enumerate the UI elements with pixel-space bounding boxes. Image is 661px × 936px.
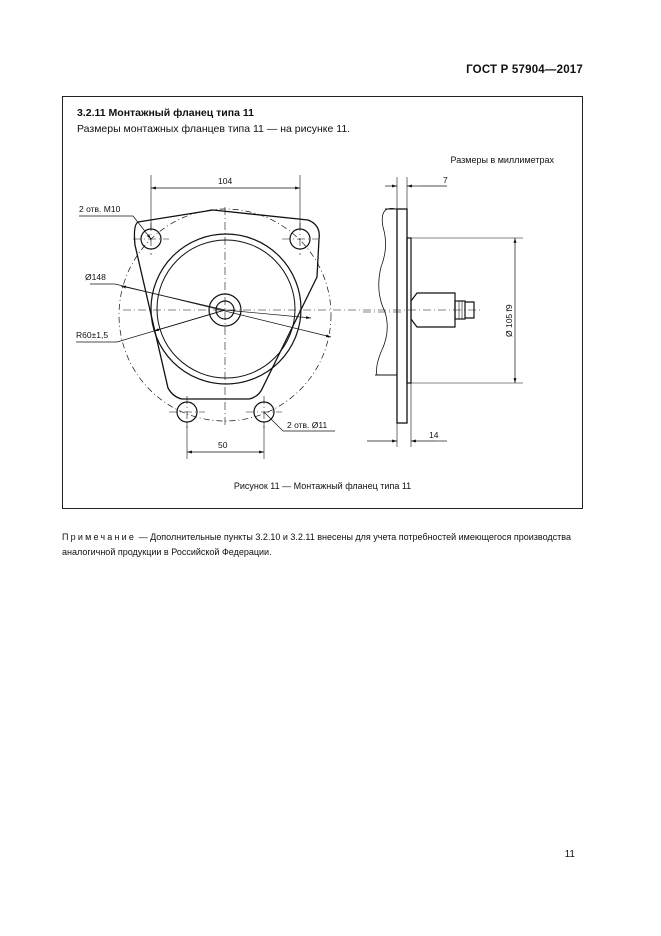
figure-frame: 3.2.11 Монтажный фланец типа 11 Размеры …: [62, 96, 583, 509]
shaft: [410, 292, 456, 328]
figure-caption: Рисунок 11 — Монтажный фланец типа 11: [233, 481, 412, 491]
page-number: 11: [564, 849, 575, 860]
dim-r60: R60±1,5: [76, 330, 108, 340]
dim-holes-d11: 2 отв. Ø11: [287, 420, 327, 430]
body-circle-inner: [156, 239, 296, 379]
side-view: [363, 177, 523, 447]
dim-104: 104: [218, 176, 232, 186]
standard-number: ГОСТ Р 57904—2017: [466, 64, 583, 76]
flange-plate: [396, 208, 408, 424]
flange-drawing: 104 2 отв. М10 Ø148 R60±1,5 2 отв. Ø11 5…: [76, 175, 523, 459]
front-view: [76, 175, 403, 459]
dim-14: 14: [429, 430, 439, 440]
body-circle-outer: [150, 233, 302, 385]
section-heading: 3.2.11 Монтажный фланец типа 11: [77, 107, 254, 119]
dim-50: 50: [218, 440, 228, 450]
dim-holes-m10: 2 отв. М10: [79, 204, 121, 214]
note-paragraph: Примечание — Дополнительные пункты 3.2.1…: [62, 530, 583, 560]
note-text: — Дополнительные пункты 3.2.10 и 3.2.11 …: [62, 532, 571, 557]
dim-d105: Ø 105 f9: [504, 304, 514, 337]
units-note: Размеры в миллиметрах: [450, 155, 554, 165]
flange-outline: [133, 209, 320, 400]
dim-7: 7: [443, 175, 448, 185]
section-text: Размеры монтажных фланцев типа 11 — на р…: [77, 123, 351, 135]
dim-d148: Ø148: [85, 272, 106, 282]
note-label: Примечание: [62, 532, 137, 542]
break-line: [376, 208, 397, 376]
